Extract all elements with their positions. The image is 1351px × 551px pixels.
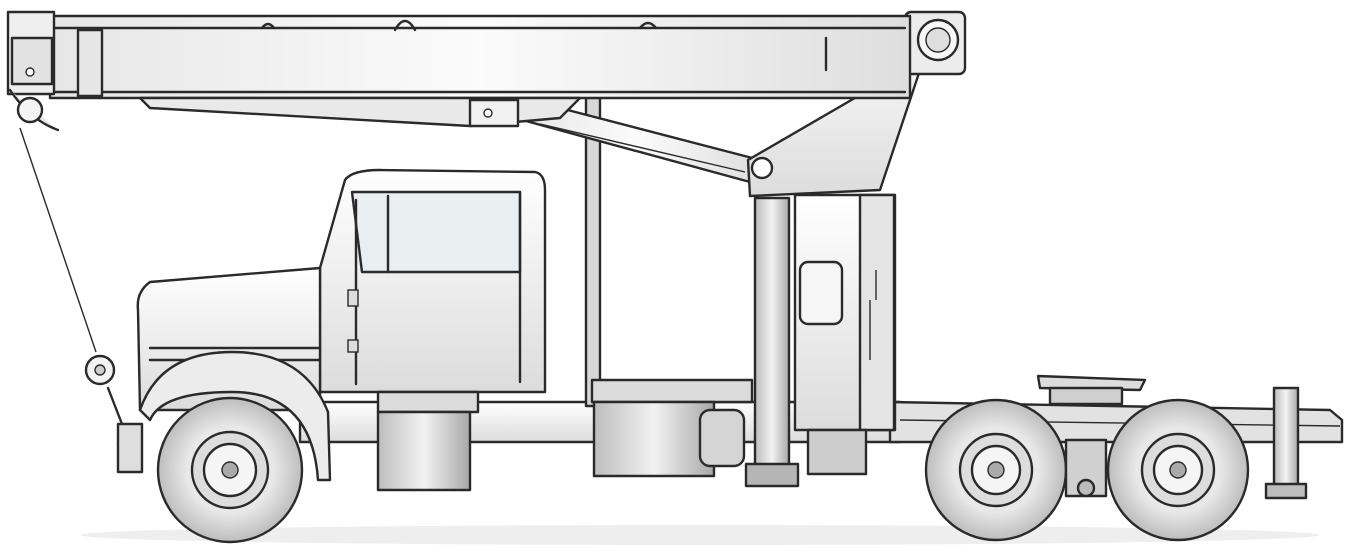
wheel-rear-1	[924, 398, 1068, 542]
hook-block	[19, 127, 144, 474]
front-outrigger	[744, 196, 800, 488]
boom-head	[6, 10, 60, 132]
fifth-wheel-plate	[1036, 374, 1147, 406]
wheel-rear-2	[1106, 398, 1250, 542]
rear-suspension	[1064, 438, 1108, 498]
side-tank-front	[376, 390, 480, 492]
wheel-front	[156, 396, 304, 544]
crane-boom	[48, 14, 912, 128]
crane-turret	[793, 193, 897, 476]
side-tank-rear	[590, 378, 754, 478]
front-fender	[138, 350, 332, 482]
boom-support-column	[584, 94, 602, 408]
rear-outrigger	[1264, 386, 1308, 500]
